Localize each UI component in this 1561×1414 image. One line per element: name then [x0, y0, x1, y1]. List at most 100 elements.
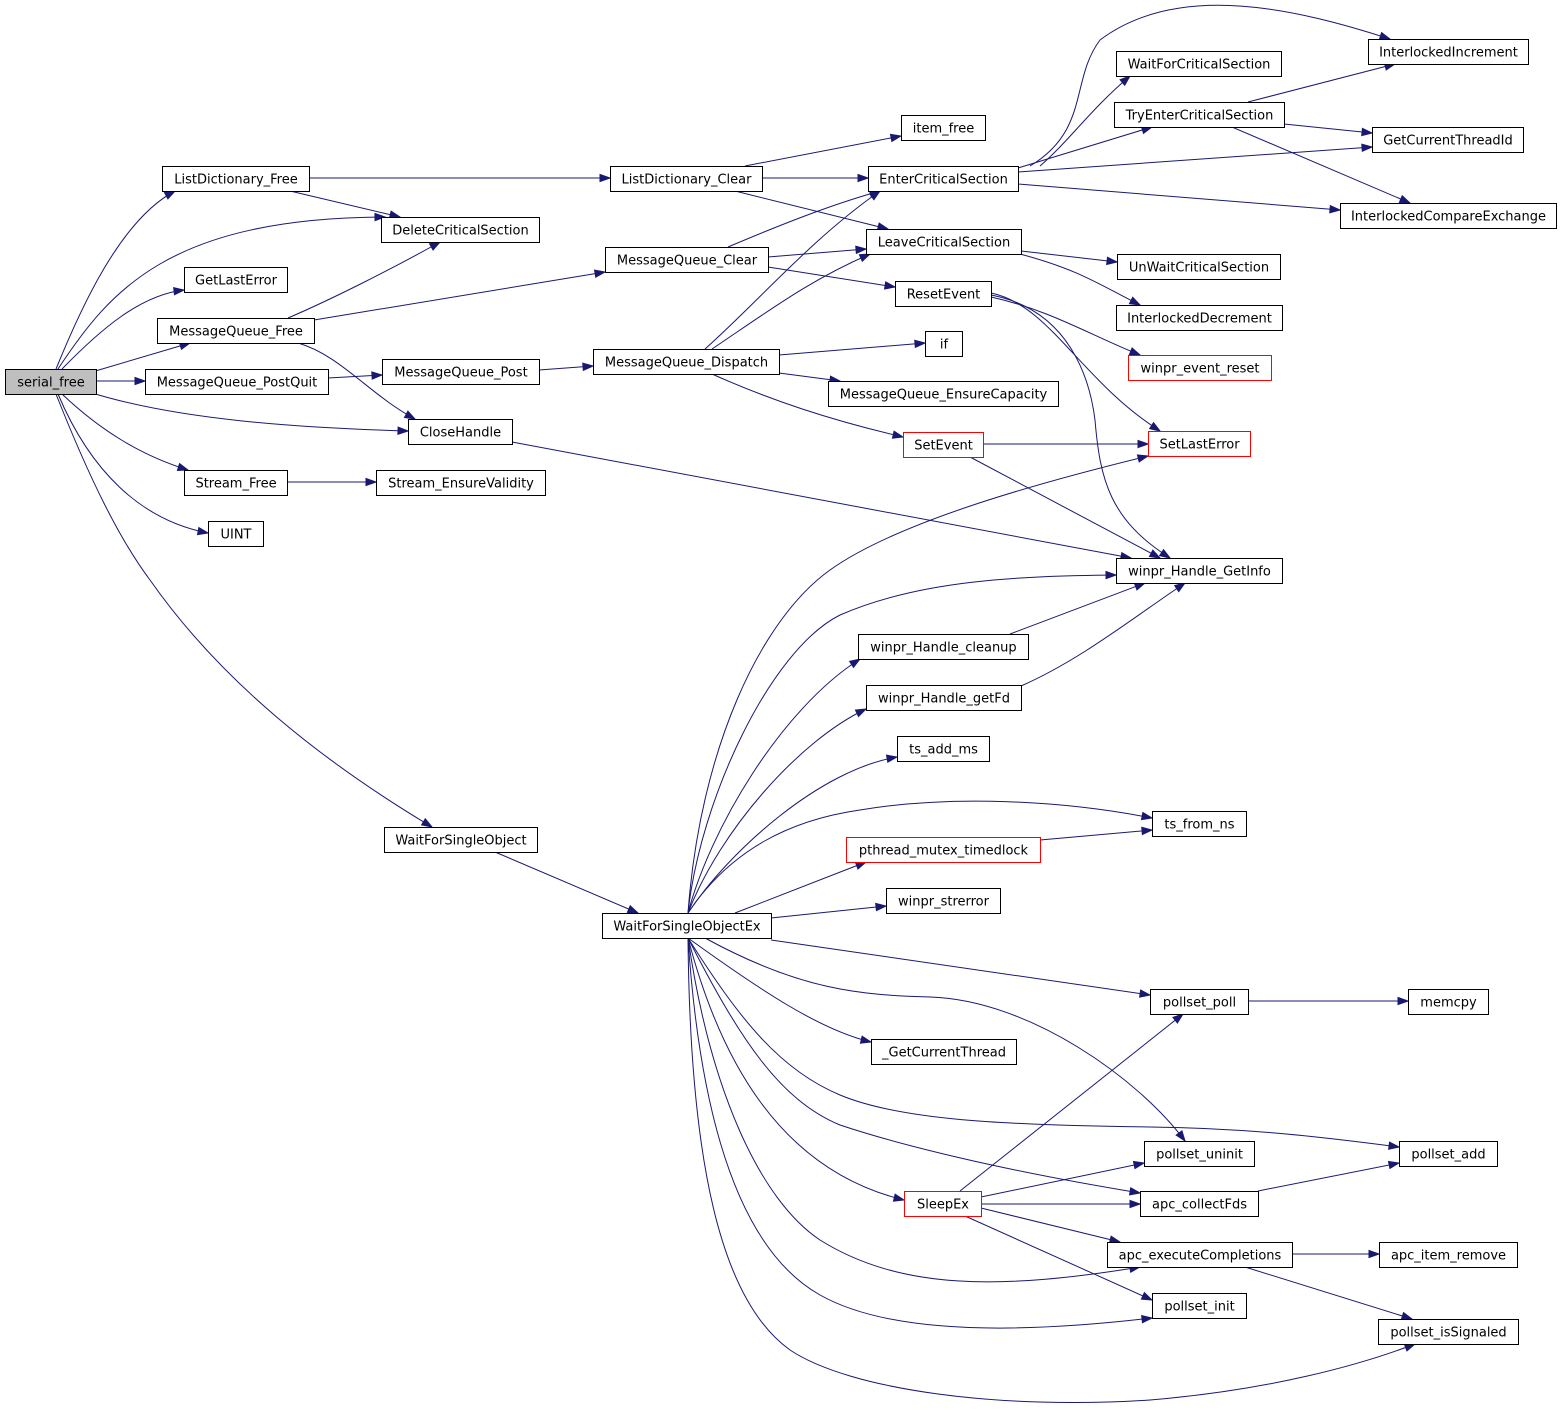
node-box[interactable] [868, 166, 1019, 192]
node-box[interactable] [184, 267, 288, 293]
node-box[interactable] [408, 419, 513, 445]
node-box[interactable] [5, 369, 97, 395]
node-box[interactable] [382, 359, 540, 385]
node-Stream_EnsureValidity[interactable]: Stream_EnsureValidity [376, 470, 546, 496]
node-EnterCriticalSection[interactable]: EnterCriticalSection [868, 166, 1019, 192]
node-item_free[interactable]: item_free [901, 115, 986, 141]
node-winpr_Handle_cleanup[interactable]: winpr_Handle_cleanup [858, 634, 1029, 660]
node-MessageQueue_EnsureCapacity[interactable]: MessageQueue_EnsureCapacity [828, 381, 1059, 407]
node-box[interactable] [1399, 1141, 1498, 1167]
node-Stream_Free[interactable]: Stream_Free [184, 470, 288, 496]
node-box[interactable] [1144, 1141, 1255, 1167]
node-GetCurrentThreadId[interactable]: GetCurrentThreadId [1372, 127, 1524, 153]
node-memcpy[interactable]: memcpy [1408, 989, 1489, 1015]
node-TryEnterCriticalSection[interactable]: TryEnterCriticalSection [1114, 102, 1285, 128]
node-ts_from_ns[interactable]: ts_from_ns [1152, 811, 1247, 837]
node-apc_collectFds[interactable]: apc_collectFds [1140, 1191, 1259, 1217]
node-MessageQueue_Clear[interactable]: MessageQueue_Clear [605, 247, 769, 273]
node-CloseHandle[interactable]: CloseHandle [408, 419, 513, 445]
node-LeaveCriticalSection[interactable]: LeaveCriticalSection [866, 229, 1022, 255]
node-SetEvent[interactable]: SetEvent [903, 432, 984, 458]
node-box[interactable] [208, 521, 264, 547]
node-box[interactable] [1379, 1242, 1518, 1268]
node-pollset_isSignaled[interactable]: pollset_isSignaled [1378, 1319, 1519, 1345]
node-ts_add_ms[interactable]: ts_add_ms [897, 736, 990, 762]
node-box[interactable] [866, 229, 1022, 255]
node-pollset_uninit[interactable]: pollset_uninit [1144, 1141, 1255, 1167]
node-box[interactable] [1152, 1293, 1247, 1319]
node-box[interactable] [1372, 127, 1524, 153]
node-box[interactable] [1140, 1191, 1259, 1217]
node-MessageQueue_Free[interactable]: MessageQueue_Free [157, 318, 315, 344]
node-box[interactable] [871, 1039, 1017, 1065]
node-pollset_add[interactable]: pollset_add [1399, 1141, 1498, 1167]
node-box[interactable] [605, 247, 769, 273]
node-SetLastError[interactable]: SetLastError [1148, 431, 1251, 457]
node-serial_free[interactable]: serial_free [5, 369, 97, 395]
node-MessageQueue_Post[interactable]: MessageQueue_Post [382, 359, 540, 385]
node-pollset_init[interactable]: pollset_init [1152, 1293, 1247, 1319]
node-winpr_strerror[interactable]: winpr_strerror [886, 888, 1001, 914]
node-UINT[interactable]: UINT [208, 521, 264, 547]
node-box[interactable] [1408, 989, 1489, 1015]
node-InterlockedDecrement[interactable]: InterlockedDecrement [1116, 305, 1283, 331]
node-WaitForSingleObjectEx[interactable]: WaitForSingleObjectEx [602, 913, 772, 939]
node-apc_item_remove[interactable]: apc_item_remove [1379, 1242, 1518, 1268]
node-box[interactable] [866, 685, 1022, 711]
node-box[interactable] [602, 913, 772, 939]
node-DeleteCriticalSection[interactable]: DeleteCriticalSection [381, 217, 540, 243]
node-box[interactable] [384, 827, 538, 853]
node-winpr_Handle_GetInfo[interactable]: winpr_Handle_GetInfo [1116, 558, 1283, 584]
node-box[interactable] [1107, 1242, 1293, 1268]
node-box[interactable] [593, 349, 780, 375]
node-box[interactable] [1114, 102, 1285, 128]
node-box[interactable] [846, 837, 1041, 863]
node-box[interactable] [895, 281, 992, 307]
node-WaitForSingleObject[interactable]: WaitForSingleObject [384, 827, 538, 853]
node-box[interactable] [1150, 989, 1249, 1015]
node-apc_executeCompletions[interactable]: apc_executeCompletions [1107, 1242, 1293, 1268]
node-box[interactable] [1340, 203, 1557, 229]
node-MessageQueue_PostQuit[interactable]: MessageQueue_PostQuit [145, 369, 329, 395]
node-_GetCurrentThread[interactable]: _GetCurrentThread [871, 1039, 1017, 1065]
node-InterlockedIncrement[interactable]: InterlockedIncrement [1368, 39, 1529, 65]
node-UnWaitCriticalSection[interactable]: UnWaitCriticalSection [1117, 254, 1281, 280]
node-box[interactable] [886, 888, 1001, 914]
node-pthread_mutex_timedlock[interactable]: pthread_mutex_timedlock [846, 837, 1041, 863]
node-box[interactable] [610, 166, 763, 192]
node-box[interactable] [903, 432, 984, 458]
node-GetLastError[interactable]: GetLastError [184, 267, 288, 293]
node-box[interactable] [1117, 254, 1281, 280]
node-box[interactable] [858, 634, 1029, 660]
node-box[interactable] [1116, 305, 1283, 331]
node-winpr_event_reset[interactable]: winpr_event_reset [1128, 355, 1272, 381]
node-box[interactable] [897, 736, 990, 762]
node-box[interactable] [162, 166, 310, 192]
node-box[interactable] [184, 470, 288, 496]
node-box[interactable] [1116, 558, 1283, 584]
node-box[interactable] [1368, 39, 1529, 65]
node-InterlockedCompareExchange[interactable]: InterlockedCompareExchange [1340, 203, 1557, 229]
node-SleepEx[interactable]: SleepEx [904, 1191, 982, 1217]
node-ListDictionary_Free[interactable]: ListDictionary_Free [162, 166, 310, 192]
node-ListDictionary_Clear[interactable]: ListDictionary_Clear [610, 166, 763, 192]
node-box[interactable] [925, 331, 963, 357]
node-box[interactable] [1148, 431, 1251, 457]
node-box[interactable] [1116, 51, 1282, 77]
node-box[interactable] [1128, 355, 1272, 381]
node-box[interactable] [157, 318, 315, 344]
node-box[interactable] [901, 115, 986, 141]
node-box[interactable] [381, 217, 540, 243]
node-box[interactable] [1152, 811, 1247, 837]
node-box[interactable] [828, 381, 1059, 407]
node-box[interactable] [904, 1191, 982, 1217]
node-box[interactable] [1378, 1319, 1519, 1345]
node-box[interactable] [145, 369, 329, 395]
node-ResetEvent[interactable]: ResetEvent [895, 281, 992, 307]
node-MessageQueue_Dispatch[interactable]: MessageQueue_Dispatch [593, 349, 780, 375]
node-WaitForCriticalSection[interactable]: WaitForCriticalSection [1116, 51, 1282, 77]
node-if[interactable]: if [925, 331, 963, 357]
node-winpr_Handle_getFd[interactable]: winpr_Handle_getFd [866, 685, 1022, 711]
node-box[interactable] [376, 470, 546, 496]
node-pollset_poll[interactable]: pollset_poll [1150, 989, 1249, 1015]
